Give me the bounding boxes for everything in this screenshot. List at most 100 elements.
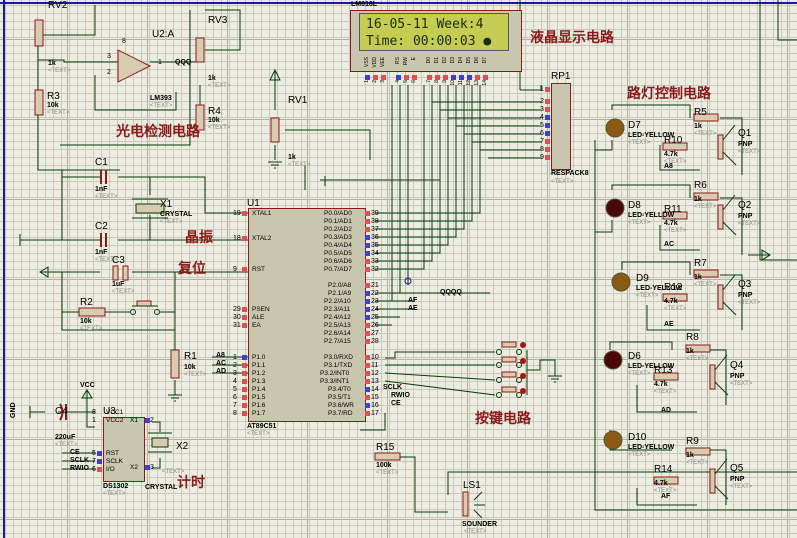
u1-pin-25[interactable] xyxy=(365,315,370,320)
u1-pin-2[interactable] xyxy=(242,363,247,368)
u1-pin-10[interactable] xyxy=(365,355,370,360)
rp1-pin-2[interactable] xyxy=(545,99,550,104)
u1-pin-15[interactable] xyxy=(365,395,370,400)
lcd-pin-9[interactable] xyxy=(443,75,448,80)
lcd-part-label: LM016L xyxy=(351,1,378,8)
u1-pin-38[interactable] xyxy=(365,219,370,224)
u1-pin-num: 18 xyxy=(233,235,241,242)
transistor-leads xyxy=(714,124,737,500)
lcd-pin-label: VDD xyxy=(372,57,378,68)
u1-pin-26[interactable] xyxy=(365,323,370,328)
u3-pin-5[interactable] xyxy=(97,451,102,456)
base-resistor-ref: R14 xyxy=(654,464,673,475)
lcd-pin-4[interactable] xyxy=(396,75,401,80)
lcd-pin-8[interactable] xyxy=(435,75,440,80)
u1-pin-29[interactable] xyxy=(242,307,247,312)
rp1-pin-3[interactable] xyxy=(545,107,550,112)
u1-pin-13[interactable] xyxy=(365,379,370,384)
u3-pin-name: VCC2 xyxy=(106,417,124,424)
u1-pin-3[interactable] xyxy=(242,371,247,376)
lcd-pin-5[interactable] xyxy=(404,75,409,80)
u1-pin-1[interactable] xyxy=(242,355,247,360)
u1-pin-27[interactable] xyxy=(365,331,370,336)
u1-pin-28[interactable] xyxy=(365,339,370,344)
lcd-pin-6[interactable] xyxy=(412,75,417,80)
u1-pin-6[interactable] xyxy=(242,395,247,400)
u3-pin-7[interactable] xyxy=(97,459,102,464)
opamp-u2a-body xyxy=(117,49,152,83)
lcd-pin-14[interactable] xyxy=(483,75,488,80)
u1-pin-22[interactable] xyxy=(365,291,370,296)
rp1-pin-8[interactable] xyxy=(545,147,550,152)
lcd-pin-10[interactable] xyxy=(451,75,456,80)
u1-pin-39[interactable] xyxy=(365,211,370,216)
u3-pin-name: VCC1 xyxy=(106,409,124,416)
u1-pin-num: 12 xyxy=(371,370,379,377)
u1-pin-17[interactable] xyxy=(365,411,370,416)
u1-pin-9[interactable] xyxy=(242,267,247,272)
rp1-pin-4[interactable] xyxy=(545,115,550,120)
u1-pin-23[interactable] xyxy=(365,299,370,304)
lcd-pin-7[interactable] xyxy=(427,75,432,80)
lcd-pin-3[interactable] xyxy=(381,75,386,80)
c3-ref: C3 xyxy=(112,255,125,266)
power-symbols xyxy=(39,68,771,399)
u1-pin-12[interactable] xyxy=(365,371,370,376)
u1-pin-name: P0.0/AD0 xyxy=(324,210,352,217)
u1-pin-4[interactable] xyxy=(242,379,247,384)
u1-pin-8[interactable] xyxy=(242,411,247,416)
r1-value: 10k xyxy=(184,364,196,371)
rv2-body xyxy=(34,19,44,47)
lcd-pin-11[interactable] xyxy=(459,75,464,80)
u1-pin-name: P3.3/INT1 xyxy=(320,378,350,385)
r1-text: <TEXT> xyxy=(184,372,207,378)
u1-pin-33[interactable] xyxy=(365,259,370,264)
u1-pin-14[interactable] xyxy=(365,387,370,392)
base-resistor-value: 4.7k xyxy=(654,480,668,487)
collector-resistor-ref: R8 xyxy=(686,332,699,343)
u1-pin-30[interactable] xyxy=(242,315,247,320)
r15-body xyxy=(374,452,401,461)
rp1-pin-6[interactable] xyxy=(545,131,550,136)
u1-pin-11[interactable] xyxy=(365,363,370,368)
u1-pin-36[interactable] xyxy=(365,235,370,240)
net-p34: SCLK xyxy=(383,384,403,391)
u3-pin-6[interactable] xyxy=(97,467,102,472)
u1-pin-31[interactable] xyxy=(242,323,247,328)
u1-pin-35[interactable] xyxy=(365,243,370,248)
lcd-pin-13[interactable] xyxy=(475,75,480,80)
base-resistor-ref: R12 xyxy=(664,282,683,293)
u1-pin-name: P2.0/A8 xyxy=(328,282,352,289)
u1-pin-19[interactable] xyxy=(242,211,247,216)
net-p36: CE xyxy=(391,400,401,407)
lcd-pin-1[interactable] xyxy=(365,75,370,80)
lcd-pin-2[interactable] xyxy=(373,75,378,80)
u3-pin-2[interactable] xyxy=(145,418,150,423)
u1-pin-18[interactable] xyxy=(242,236,247,241)
rp1-pin-5[interactable] xyxy=(545,123,550,128)
lcd-pin-12[interactable] xyxy=(467,75,472,80)
lcd-pin-number: 6 xyxy=(411,80,417,83)
c4-curved-plate xyxy=(59,403,64,421)
u1-pin-34[interactable] xyxy=(365,251,370,256)
rv1-value: 1k xyxy=(288,154,296,161)
rp1-pin-9[interactable] xyxy=(545,155,550,160)
u1-pin-24[interactable] xyxy=(365,307,370,312)
u1-pin-16[interactable] xyxy=(365,403,370,408)
u1-pin-32[interactable] xyxy=(365,267,370,272)
lcd-pin-number: 1 xyxy=(364,80,370,83)
u1-pin-21[interactable] xyxy=(365,283,370,288)
rp1-pin-7[interactable] xyxy=(545,139,550,144)
rp1-ref: RP1 xyxy=(551,71,571,82)
u1-pin-37[interactable] xyxy=(365,227,370,232)
u1-pin-7[interactable] xyxy=(242,403,247,408)
u1-pin-num: 23 xyxy=(371,298,379,305)
u1-pin-num: 24 xyxy=(371,306,379,313)
rp1-pin-1[interactable] xyxy=(545,87,550,92)
u3-pin-3[interactable] xyxy=(145,465,150,470)
r2-text: <TEXT> xyxy=(80,326,103,332)
u1-pin-5[interactable] xyxy=(242,387,247,392)
rv3-text: <TEXT> xyxy=(208,83,231,89)
lcd-pin-label: D3 xyxy=(450,57,456,64)
